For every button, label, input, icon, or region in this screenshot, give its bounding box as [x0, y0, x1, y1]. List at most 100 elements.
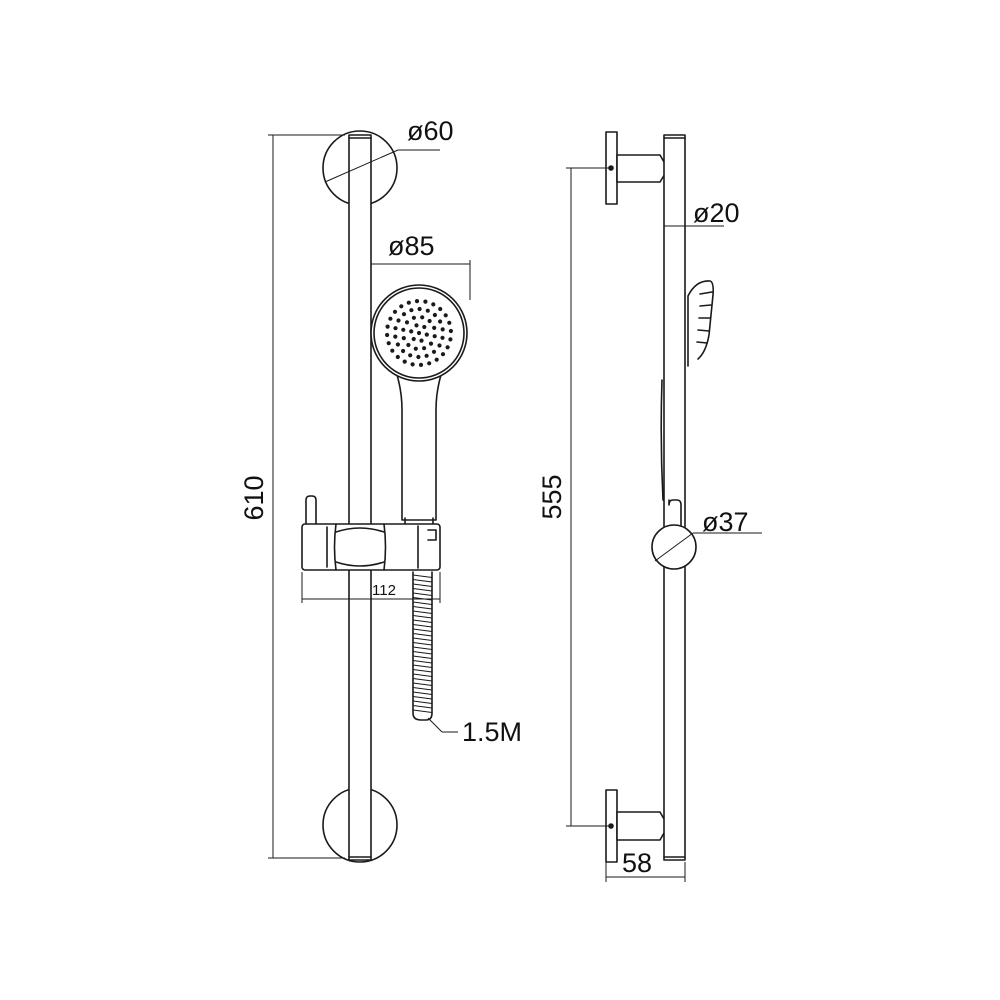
hose-coil — [412, 610, 433, 615]
dimension-head-diameter: ø85 — [370, 231, 471, 300]
hose-coil — [412, 637, 433, 642]
dimension-label-610: 610 — [239, 475, 269, 520]
shower-head-inner — [373, 287, 465, 379]
spray-nozzle — [411, 336, 416, 342]
slider-hook — [305, 495, 317, 526]
hose-coil — [412, 646, 433, 651]
dimension-610: 610 — [239, 134, 345, 859]
spray-nozzle — [427, 361, 432, 366]
spray-nozzle — [396, 318, 401, 323]
hand-shower-side — [660, 280, 714, 526]
hose-coil — [412, 619, 433, 624]
spray-nozzle — [420, 315, 425, 320]
spray-nozzle — [419, 338, 424, 343]
flexible-hose — [412, 571, 433, 721]
spray-nozzle — [385, 332, 390, 338]
spray-nozzle — [409, 308, 414, 313]
hose-coil — [412, 659, 433, 664]
spray-nozzle — [424, 353, 429, 358]
dimension-flange-diameter: ø60 — [324, 116, 454, 183]
spray-nozzle — [388, 316, 393, 321]
dimension-slider-width: 112 — [301, 572, 441, 603]
spray-nozzle — [408, 353, 413, 358]
dimension-label-knob-diameter: ø37 — [702, 507, 749, 537]
hose-coil — [412, 691, 433, 696]
spray-nozzle — [385, 324, 390, 329]
spray-nozzle — [425, 308, 430, 313]
rail-side — [663, 134, 686, 861]
hose-coil — [412, 700, 433, 705]
spray-nozzle — [431, 302, 436, 307]
spray-nozzle — [395, 342, 400, 347]
spray-nozzle — [440, 327, 445, 332]
hose-coil — [412, 605, 433, 610]
spray-nozzle — [418, 362, 424, 367]
hose-coil — [412, 677, 433, 682]
spray-nozzle — [406, 342, 411, 348]
spray-nozzle — [440, 352, 446, 357]
spray-nozzle — [404, 320, 410, 325]
bottom-bracket-side — [605, 789, 669, 863]
hose-coil — [412, 709, 433, 714]
spray-nozzle — [410, 362, 415, 367]
spray-nozzle — [443, 313, 448, 318]
hose-coil — [412, 587, 433, 592]
spray-nozzle — [393, 326, 398, 331]
slider-bracket — [301, 495, 441, 571]
hose-coil — [412, 682, 433, 687]
spray-nozzle — [416, 330, 422, 336]
dimension-label-555: 555 — [537, 474, 567, 519]
slider-body — [301, 523, 441, 571]
hose-coil — [412, 673, 433, 678]
hose-coil — [412, 641, 433, 646]
spray-nozzle — [417, 306, 422, 312]
spray-nozzle — [413, 346, 418, 351]
spray-nozzle — [432, 325, 437, 330]
spray-nozzle — [438, 319, 443, 324]
hose-coil — [412, 592, 433, 597]
top-bracket-side — [605, 131, 669, 205]
spray-nozzle — [409, 329, 414, 334]
dimension-label-projection: 58 — [622, 848, 652, 878]
spray-nozzle — [411, 315, 416, 320]
spray-nozzle — [406, 300, 411, 305]
spray-nozzle — [395, 354, 400, 360]
front-view: 610 ø60 ø85 112 1.5M — [239, 116, 522, 863]
dimension-label-slider-width: 112 — [372, 582, 396, 599]
spray-nozzle — [416, 354, 421, 360]
spray-nozzle — [422, 346, 427, 351]
spray-nozzles — [385, 299, 453, 367]
spray-nozzle — [424, 332, 429, 337]
hose-coil — [412, 574, 433, 579]
spray-nozzle — [393, 334, 398, 339]
dimension-label-rail-diameter: ø20 — [693, 198, 740, 228]
hose-coil — [412, 704, 433, 709]
spray-nozzle — [440, 335, 445, 340]
spray-nozzle — [434, 357, 439, 362]
rail-front — [348, 134, 372, 861]
hose-coil — [412, 578, 433, 583]
spray-nozzle — [401, 336, 406, 341]
hose-coil — [412, 583, 433, 588]
hose-coil — [412, 628, 433, 633]
spray-nozzle — [427, 318, 432, 324]
spray-nozzle — [399, 304, 404, 309]
hose-coil — [412, 686, 433, 691]
dimension-rail-diameter: ø20 — [664, 198, 740, 228]
hose-coil — [412, 668, 433, 673]
spray-nozzle — [432, 334, 437, 339]
dimension-label-hose-length: 1.5M — [462, 717, 522, 747]
spray-nozzle — [392, 309, 398, 314]
spray-nozzle — [448, 337, 453, 342]
hose-coil — [412, 655, 433, 660]
spray-nozzle — [414, 299, 420, 304]
spray-nozzle — [432, 312, 437, 318]
hose-coil — [412, 614, 433, 619]
spray-nozzle — [401, 312, 407, 317]
dimension-555: 555 — [537, 167, 611, 827]
hose-coil — [412, 664, 433, 669]
hose-coil — [412, 632, 433, 637]
spray-nozzle — [423, 299, 428, 304]
spray-nozzle — [448, 328, 453, 334]
